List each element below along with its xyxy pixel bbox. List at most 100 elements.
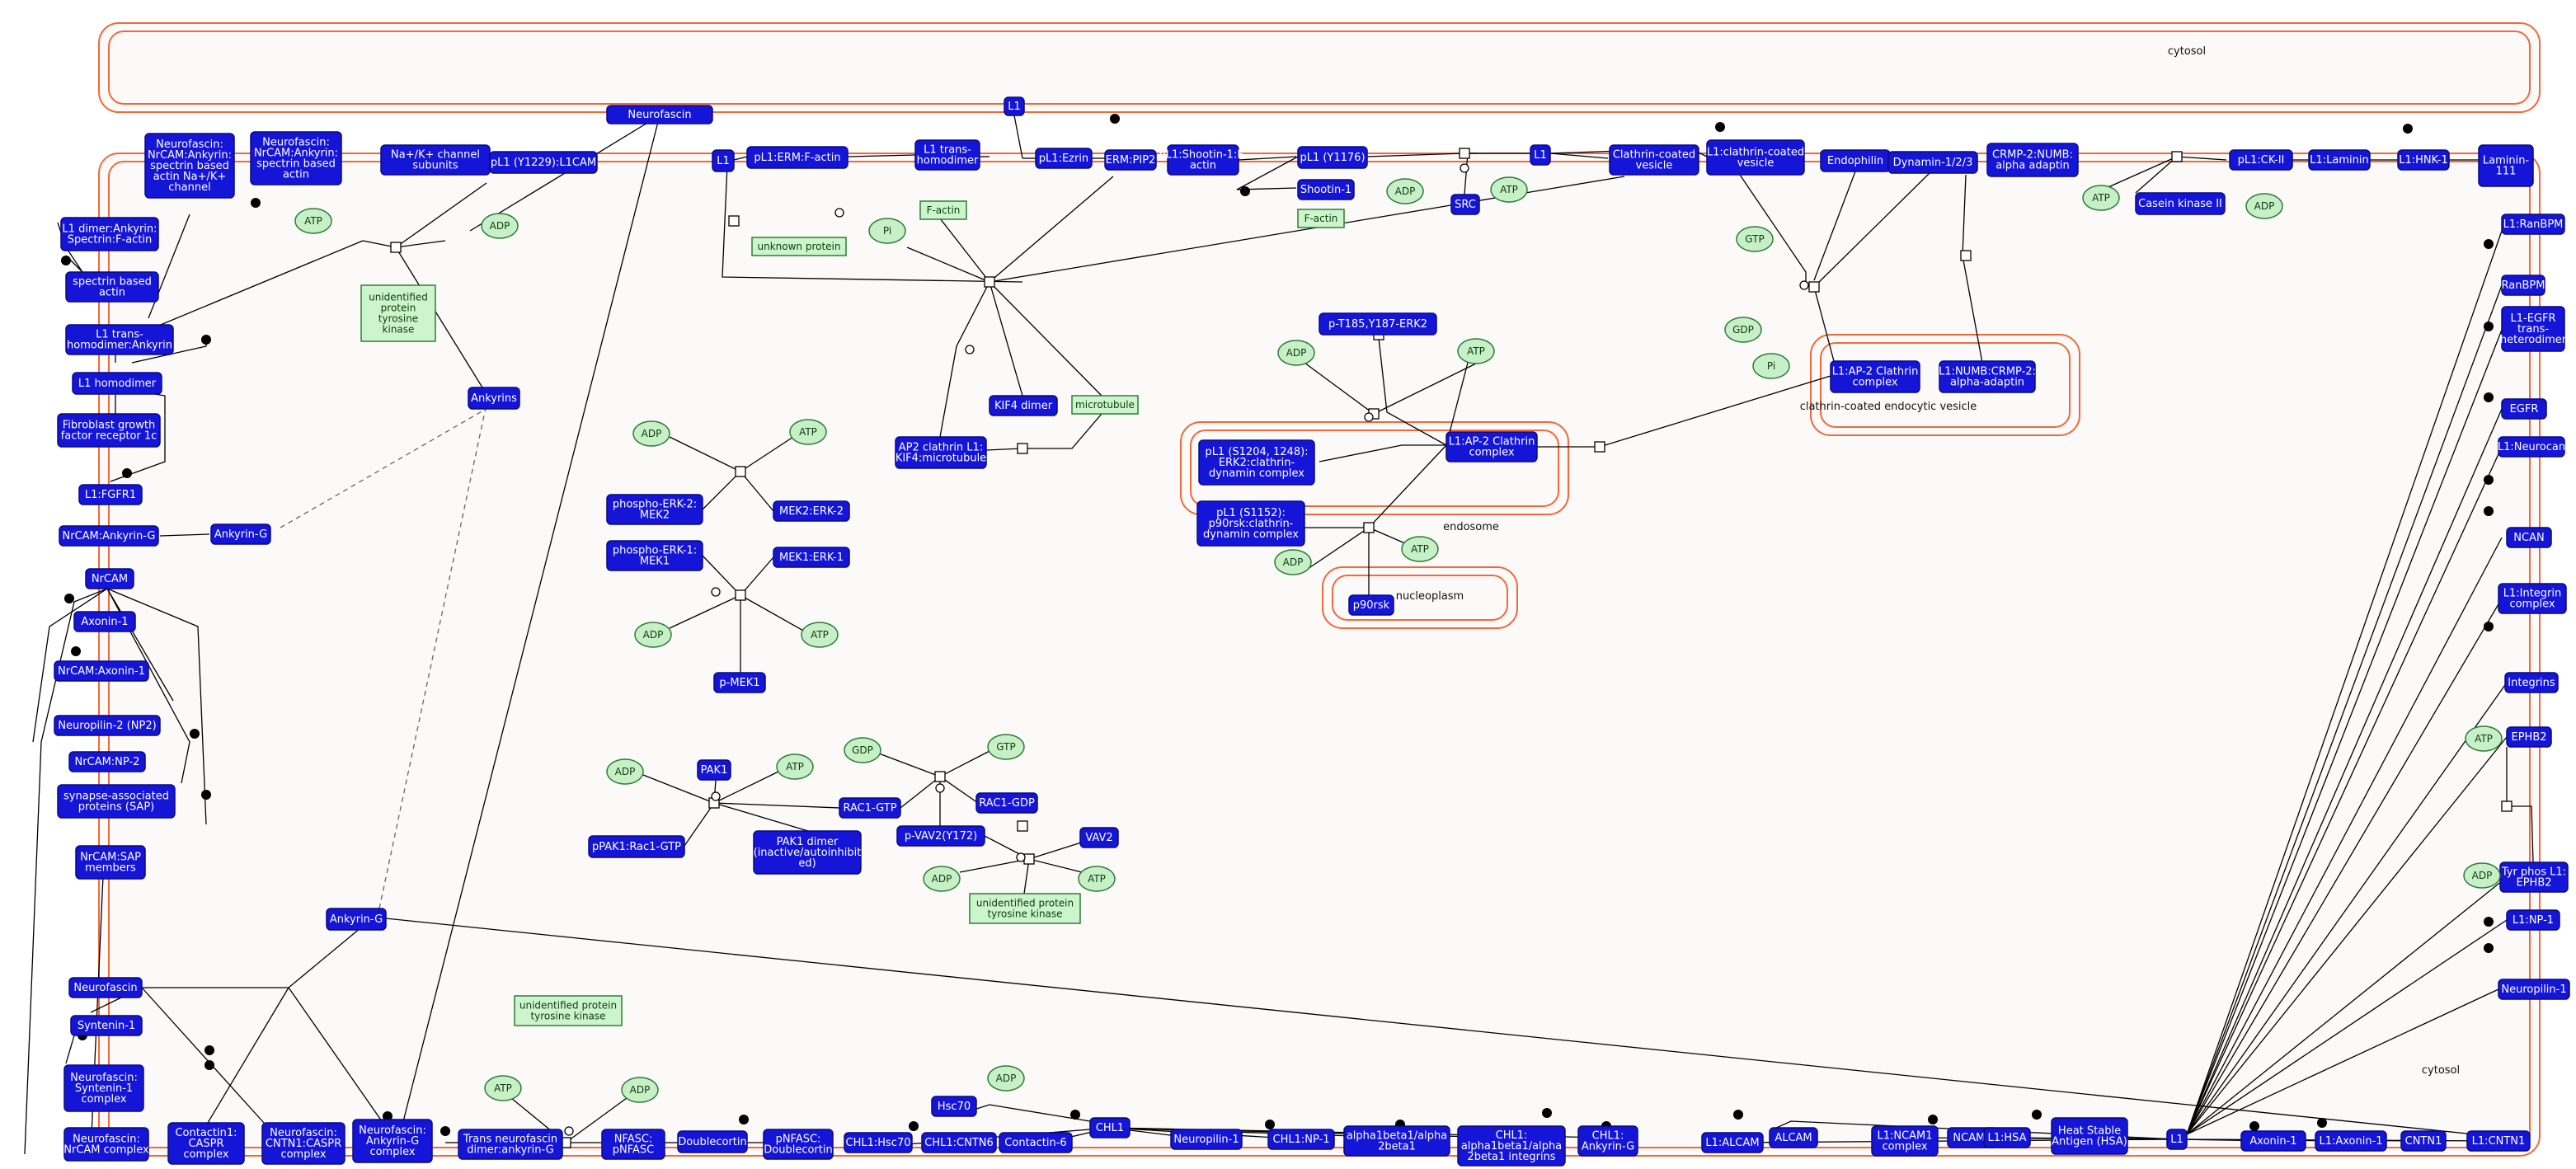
node-l1-neurocan[interactable]: L1:Neurocan <box>2498 436 2565 458</box>
node-contactin6[interactable]: Contactin-6 <box>999 1132 1073 1153</box>
node-rac1-gdp[interactable]: RAC1-GDP <box>975 792 1038 814</box>
node-ppak1-rac1gtp[interactable]: pPAK1:Rac1-GTP <box>588 835 685 858</box>
small-molecule-gdp-1[interactable]: GDP <box>1724 317 1762 343</box>
node-pnfasc-dcx[interactable]: pNFASC:Doublecortin <box>763 1129 834 1160</box>
node-alcam[interactable]: ALCAM <box>1769 1127 1818 1148</box>
small-molecule-pi-1[interactable]: Pi <box>868 218 906 244</box>
process-node[interactable] <box>735 466 746 477</box>
node-neurofascin-top[interactable]: Neurofascin <box>606 105 713 124</box>
process-node[interactable] <box>2171 151 2183 162</box>
node-mek1-erk1[interactable]: MEK1:ERK-1 <box>773 547 850 568</box>
node-crmp2-numb[interactable]: CRMP-2:NUMB:alpha adaptin <box>1986 143 2079 177</box>
node-pl1-ezrin[interactable]: pL1:Ezrin <box>1035 148 1093 169</box>
node-l1-a[interactable]: L1 <box>712 149 735 172</box>
node-chl1-hsc70[interactable]: CHL1:Hsc70 <box>844 1132 913 1153</box>
node-chl1[interactable]: CHL1 <box>1089 1117 1131 1138</box>
small-molecule-adp-rsk[interactable]: ADP <box>1274 549 1312 575</box>
node-casein-kinase[interactable]: Casein kinase II <box>2135 192 2226 215</box>
entity-factin-1[interactable]: F-actin <box>919 200 967 220</box>
node-egfr[interactable]: EGFR <box>2501 398 2547 420</box>
node-nfasc-nrcam-ank[interactable]: Neurofascin:NrCAM:Ankyrin:spectrin based… <box>250 131 342 185</box>
process-node[interactable] <box>1017 820 1028 832</box>
node-p-vav2[interactable]: p-VAV2(Y172) <box>896 825 985 847</box>
node-ankyrin-g-mid[interactable]: Ankyrin-G <box>326 908 387 931</box>
node-nfasc-pnfasc[interactable]: NFASC:pNFASC <box>601 1129 665 1160</box>
node-endophilin[interactable]: Endophilin <box>1820 149 1891 172</box>
node-l1-numb-crmp2[interactable]: L1:NUMB:CRMP-2:alpha-adaptin <box>1939 360 2036 393</box>
process-node[interactable] <box>984 276 995 288</box>
node-chl1-ankg[interactable]: CHL1:Ankyrin-G <box>1577 1125 1638 1157</box>
node-l1-hnk1[interactable]: L1:HNK-1 <box>2397 149 2450 171</box>
node-p-erk2[interactable]: p-T185,Y187-ERK2 <box>1319 312 1437 336</box>
node-axonin1-bot[interactable]: Axonin-1 <box>2240 1130 2306 1152</box>
small-molecule-adp-ck[interactable]: ADP <box>2245 193 2283 219</box>
node-kif4-dimer[interactable]: KIF4 dimer <box>989 395 1058 416</box>
small-molecule-gtp-1[interactable]: GTP <box>1736 226 1774 252</box>
small-molecule-atp-rsk[interactable]: ATP <box>1401 536 1439 562</box>
node-pl1-erm-factin[interactable]: pL1:ERM:F-actin <box>746 146 848 169</box>
process-node[interactable] <box>390 242 402 253</box>
node-integrins[interactable]: Integrins <box>2504 672 2559 693</box>
node-nrcam[interactable]: NrCAM <box>85 568 134 589</box>
small-molecule-atp-ck[interactable]: ATP <box>2082 185 2120 211</box>
node-ncan[interactable]: NCAN <box>2506 527 2552 548</box>
node-l1-trans-homodimer-ank[interactable]: L1 trans-homodimer:Ankyrin <box>65 324 174 355</box>
process-node[interactable] <box>1960 250 1972 261</box>
node-src[interactable]: SRC <box>1450 194 1480 215</box>
node-l1-ranbpm[interactable]: L1:RanBPM <box>2501 214 2565 235</box>
node-l1-fgfr1[interactable]: L1:FGFR1 <box>78 484 143 505</box>
node-pl1-p90rsk[interactable]: pL1 (S1152):p90rsk:clathrin-dynamin comp… <box>1196 500 1305 547</box>
node-nrcam-np2[interactable]: NrCAM:NP-2 <box>68 751 146 772</box>
node-ap2-clathrin-kif4[interactable]: AP2 clathrin L1:KIF4:microtubule <box>895 436 987 469</box>
small-molecule-atp-vav[interactable]: ATP <box>1078 866 1116 892</box>
process-node[interactable] <box>735 589 746 601</box>
node-ephb2[interactable]: EPHB2 <box>2506 726 2552 748</box>
node-hsc70[interactable]: Hsc70 <box>931 1096 977 1117</box>
node-erm-pip2[interactable]: ERM:PIP2 <box>1104 149 1157 171</box>
node-nrcam-axonin1[interactable]: NrCAM:Axonin-1 <box>54 660 149 682</box>
small-molecule-atp-m1[interactable]: ATP <box>801 622 839 648</box>
node-nfasc-nrcam-complex[interactable]: Neurofascin:NrCAM complex <box>63 1127 149 1162</box>
process-node[interactable] <box>1363 522 1375 533</box>
small-molecule-pi-2[interactable]: Pi <box>1752 353 1790 379</box>
node-laminin111[interactable]: Laminin-111 <box>2478 144 2534 187</box>
node-nfasc-nrcam-ank-spec[interactable]: Neurofascin:NrCAM:Ankyrin:spectrin based… <box>144 133 235 199</box>
node-syntenin1[interactable]: Syntenin-1 <box>70 1015 143 1036</box>
node-l1-axonin1[interactable]: L1:Axonin-1 <box>2315 1130 2387 1152</box>
small-molecule-adp-1[interactable]: ADP <box>481 213 519 239</box>
process-node[interactable] <box>1459 148 1470 159</box>
entity-unknown-protein[interactable]: unknown protein <box>751 237 847 256</box>
node-chl1-cntn6[interactable]: CHL1:CNTN6 <box>921 1132 997 1153</box>
node-nrcam-ankg[interactable]: NrCAM:Ankyrin-G <box>59 525 159 547</box>
node-l1-hsa[interactable]: L1:HSA <box>1983 1127 2031 1148</box>
node-ankyrin-g-left[interactable]: Ankyrin-G <box>210 523 271 545</box>
small-molecule-adp-eph[interactable]: ADP <box>2463 862 2501 889</box>
entity-factin-2[interactable]: F-actin <box>1297 209 1345 228</box>
process-node[interactable] <box>934 771 946 782</box>
node-l1-homodimer[interactable]: L1 homodimer <box>72 372 162 395</box>
node-ranbpm[interactable]: RanBPM <box>2501 275 2545 296</box>
node-phospho-erk1-mek1[interactable]: phospho-ERK-1:MEK1 <box>606 540 703 571</box>
node-np2[interactable]: Neuropilin-2 (NP2) <box>54 715 161 736</box>
small-molecule-adp-pak[interactable]: ADP <box>606 758 644 785</box>
node-l1-alcam[interactable]: L1:ALCAM <box>1701 1132 1764 1153</box>
node-axonin1-left[interactable]: Axonin-1 <box>73 611 136 632</box>
node-pl1-y1176[interactable]: pL1 (Y1176) <box>1297 146 1368 169</box>
small-molecule-atp-src[interactable]: ATP <box>1490 176 1528 203</box>
node-vav2[interactable]: VAV2 <box>1079 827 1119 848</box>
node-l1-cntn1[interactable]: L1:CNTN1 <box>2466 1130 2531 1152</box>
small-molecule-atp-erk[interactable]: ATP <box>1457 338 1495 364</box>
